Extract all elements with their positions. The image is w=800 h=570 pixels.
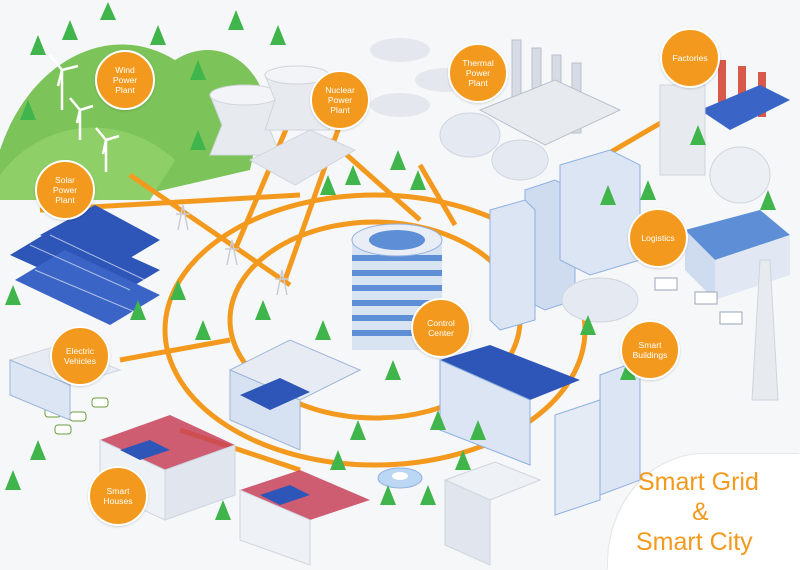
solar-label-text: Solar Power Plant (52, 175, 78, 205)
chimney-icon (478, 39, 622, 146)
wind-turbine-icon (49, 54, 120, 172)
smart-buildings (439, 259, 779, 516)
car-icon (44, 397, 109, 435)
control-label-text: Control Center (427, 318, 455, 338)
office-towers (439, 112, 641, 331)
nuclear-label-text: Nuclear Power Plant (325, 85, 355, 115)
label-logistics: Logistics (628, 208, 688, 268)
transmission-tower-icon (176, 204, 289, 296)
title-panel: Smart Grid & Smart City (608, 454, 800, 570)
label-smart-buildings: Smart Buildings (620, 320, 680, 380)
lower-office (443, 461, 542, 566)
title-line-3: Smart City (636, 528, 753, 556)
label-control-center: Control Center (411, 298, 471, 358)
office-block (228, 339, 362, 451)
solar-panel-icon (10, 205, 160, 325)
wind-label-text: Wind Power Plant (112, 65, 138, 95)
label-electric-vehicles: Electric Vehicles (50, 326, 110, 386)
thermal-label-text: Thermal Power Plant (462, 58, 494, 88)
control-center-building (351, 223, 443, 350)
label-nuclear-power-plant: Nuclear Power Plant (310, 70, 370, 130)
fountain (377, 467, 423, 489)
factories-label-text: Factories (672, 53, 708, 63)
label-solar-power-plant: Solar Power Plant (35, 160, 95, 220)
title-line-1: Smart Grid (638, 468, 759, 496)
houses-label-text: Smart Houses (103, 486, 133, 506)
logistics-label-text: Logistics (641, 233, 675, 243)
ev-label-text: Electric Vehicles (63, 346, 96, 366)
buildings-label-text: Smart Buildings (632, 340, 668, 360)
label-wind-power-plant: Wind Power Plant (95, 50, 155, 110)
title-line-2: & (692, 498, 709, 526)
label-thermal-power-plant: Thermal Power Plant (448, 43, 508, 103)
label-smart-houses: Smart Houses (88, 466, 148, 526)
truck-icon (654, 277, 743, 325)
logistics-warehouse (685, 210, 790, 300)
factory-complex (659, 60, 790, 204)
tree-icon (5, 2, 776, 520)
label-factories: Factories (660, 28, 720, 88)
